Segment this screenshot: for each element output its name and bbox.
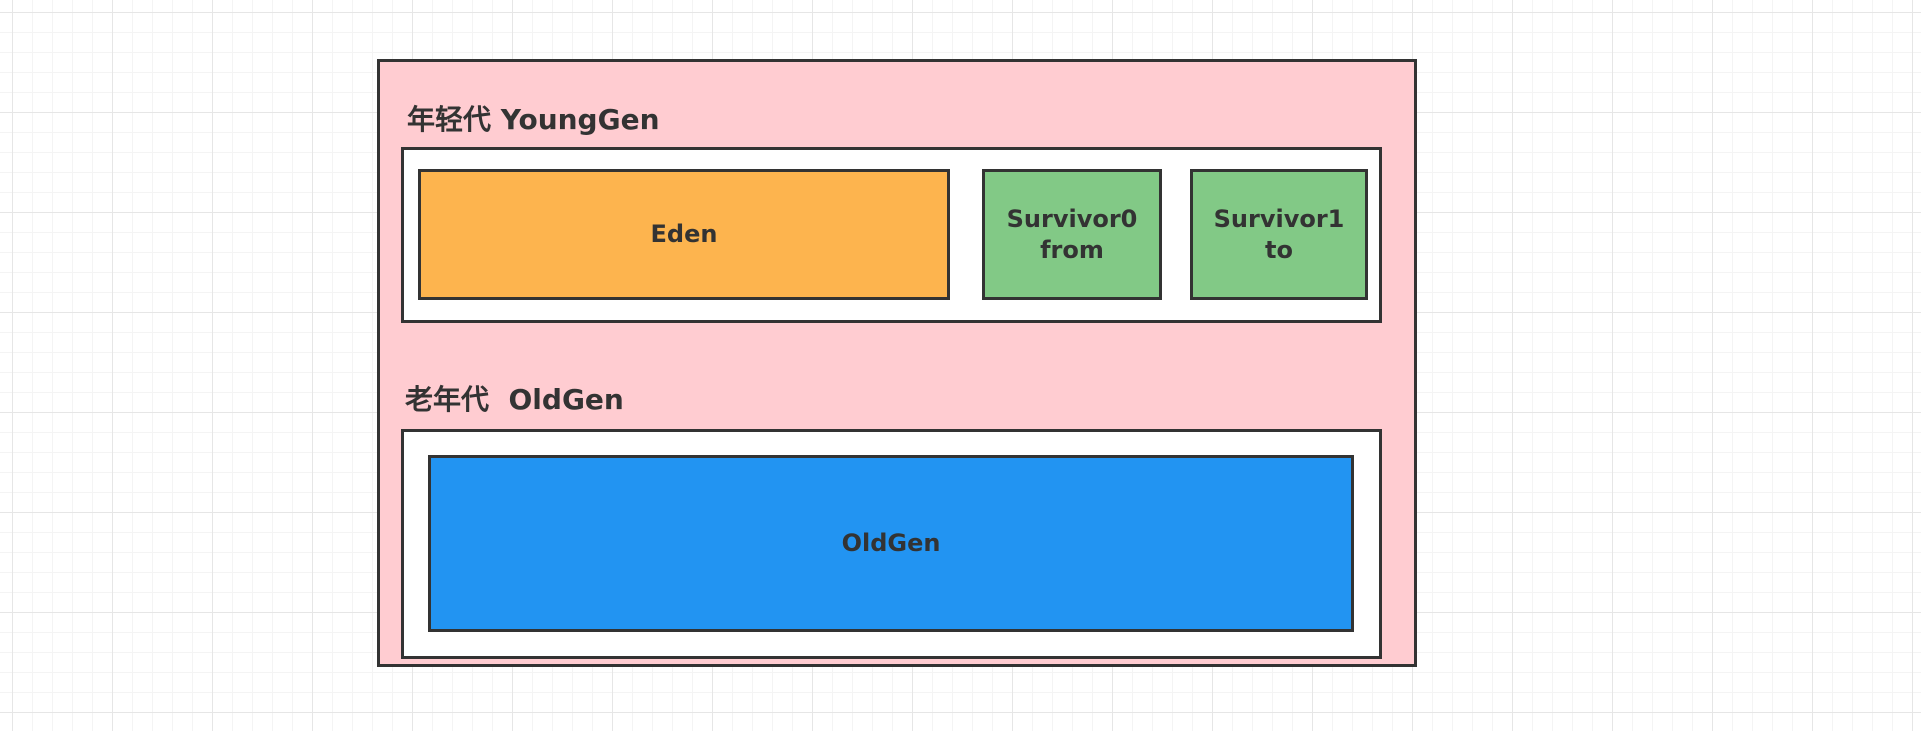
eden-region: Eden (418, 169, 950, 300)
survivor0-region: Survivor0 from (982, 169, 1162, 300)
survivor0-label: Survivor0 from (1006, 204, 1138, 264)
survivor1-region: Survivor1 to (1190, 169, 1368, 300)
old-generation-label: 老年代 OldGen (405, 383, 624, 416)
eden-label: Eden (650, 220, 718, 248)
oldgen-region: OldGen (428, 455, 1354, 632)
oldgen-label: OldGen (841, 529, 941, 557)
young-generation-label: 年轻代 YoungGen (407, 103, 660, 136)
survivor1-label: Survivor1 to (1213, 204, 1345, 264)
